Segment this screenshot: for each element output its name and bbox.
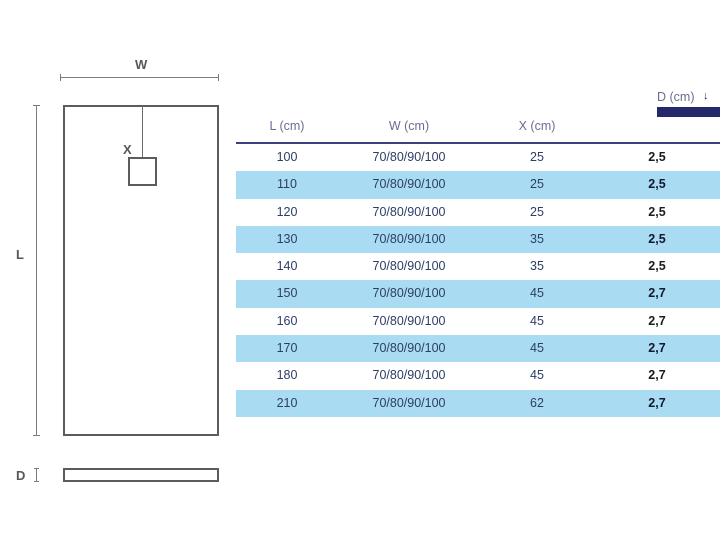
cell-depth: 2,5	[648, 177, 666, 192]
cell-length: 100	[276, 150, 298, 164]
offset-dimension-label: X	[123, 142, 133, 157]
cell-offset: 25	[530, 177, 544, 192]
table-row: 100 70/80/90/100 25 2,5	[236, 144, 720, 172]
table-row: 180 70/80/90/100 45 2,7	[236, 362, 720, 390]
table-row: 140 70/80/90/100 35 2,5	[236, 253, 720, 281]
shower-tray-side-profile	[63, 468, 219, 482]
table-row: 210 70/80/90/100 62 2,7	[236, 389, 720, 417]
cell-length: 170	[276, 341, 298, 356]
thickness-indicator-bar	[657, 107, 720, 117]
table-row: 110 70/80/90/100 25 2,5	[236, 171, 720, 199]
cell-offset: 45	[530, 313, 544, 328]
cell-length: 130	[276, 231, 298, 246]
cell-offset: 45	[530, 286, 544, 301]
offset-dimension-line	[142, 106, 143, 172]
cell-depth: 2,5	[648, 259, 666, 274]
cell-depth: 2,7	[648, 313, 666, 328]
cell-offset: 35	[530, 259, 544, 274]
cell-length: 120	[276, 204, 298, 219]
width-dimension-label: W	[135, 57, 148, 72]
length-dimension-label: L	[16, 247, 25, 262]
width-dimension-line	[60, 74, 219, 81]
cell-width: 70/80/90/100	[372, 177, 446, 192]
column-header-depth: D (cm)	[657, 90, 695, 104]
cell-length: 110	[277, 177, 297, 192]
dimension-spec-table: L (cm) W (cm) X (cm) D (cm) ↓ ↑ 100 70/80…	[236, 90, 720, 417]
cell-width: 70/80/90/100	[372, 313, 446, 328]
length-dimension-line	[33, 105, 40, 436]
cell-width: 70/80/90/100	[372, 231, 446, 246]
table-body: 100 70/80/90/100 25 2,5 110 70/80/90/100 25 2,5…	[236, 144, 720, 417]
cell-depth: 2,7	[648, 395, 666, 410]
table-row: 120 70/80/90/100 25 2,5	[236, 198, 720, 226]
cell-width: 70/80/90/100	[372, 259, 446, 274]
cell-offset: 62	[530, 395, 544, 410]
cell-depth: 2,7	[648, 341, 666, 356]
cell-length: 150	[276, 286, 298, 301]
cell-width: 70/80/90/100	[372, 395, 446, 410]
cell-offset: 45	[530, 341, 544, 356]
column-header-width: W (cm)	[388, 119, 430, 133]
cell-depth: 2,5	[648, 231, 666, 246]
cell-width: 70/80/90/100	[372, 368, 446, 383]
table-row: 170 70/80/90/100 45 2,7	[236, 335, 720, 363]
cell-length: 180	[276, 368, 298, 383]
cell-width: 70/80/90/100	[372, 204, 446, 219]
table-row: 130 70/80/90/100 35 2,5	[236, 225, 720, 254]
cell-length: 210	[276, 395, 298, 410]
cell-depth: 2,5	[648, 150, 666, 164]
cell-width: 70/80/90/100	[372, 341, 446, 356]
cell-length: 140	[276, 259, 298, 274]
column-header-offset: X (cm)	[518, 119, 556, 133]
depth-dimension-line	[34, 468, 39, 482]
table-header-row: L (cm) W (cm) X (cm) D (cm) ↓ ↑	[236, 90, 720, 144]
cell-width: 70/80/90/100	[372, 150, 446, 164]
shower-tray-plan-view	[63, 105, 219, 436]
cell-offset: 25	[530, 150, 544, 164]
cell-offset: 35	[530, 231, 544, 246]
cell-offset: 25	[530, 204, 544, 219]
table-row: 150 70/80/90/100 45 2,7	[236, 280, 720, 308]
drain-outlet-square	[128, 157, 157, 186]
cell-width: 70/80/90/100	[372, 286, 446, 301]
depth-dimension-label: D	[16, 468, 26, 483]
cell-depth: 2,7	[648, 368, 666, 383]
technical-drawing: W L X D	[0, 0, 236, 540]
cell-depth: 2,5	[648, 204, 666, 219]
cell-length: 160	[276, 313, 298, 328]
arrow-down-icon: ↓	[702, 90, 709, 103]
column-header-depth-group: D (cm) ↓ ↑	[657, 88, 720, 117]
cell-offset: 45	[530, 368, 544, 383]
table-row: 160 70/80/90/100 45 2,7	[236, 307, 720, 336]
column-header-length: L (cm)	[269, 119, 305, 133]
cell-depth: 2,7	[648, 286, 666, 301]
